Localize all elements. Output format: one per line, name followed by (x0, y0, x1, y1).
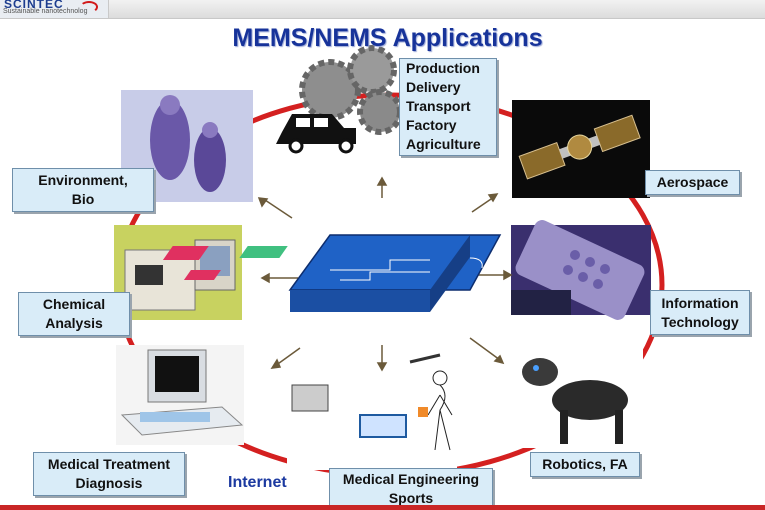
environment-line: Environment, (38, 172, 128, 188)
medical-engineering-line: Medical Engineering (342, 471, 480, 487)
logo-tagline: Sustainable nanotechnolog (3, 8, 88, 15)
diagnosis-line: Diagnosis (75, 475, 143, 491)
information-technology-box: Information Technology (650, 290, 750, 335)
medical-engineering-picture (287, 350, 457, 470)
ultrasound-picture (116, 345, 244, 445)
production-line: Production (406, 60, 480, 76)
environment-bio-box: Environment, Bio (12, 168, 154, 212)
factory-line: Factory (406, 117, 457, 133)
logo-swoosh-icon (80, 1, 98, 13)
transport-line: Transport (406, 98, 471, 114)
robotics-box: Robotics, FA (530, 452, 640, 477)
production-box: Production Delivery Transport Factory Ag… (399, 58, 497, 156)
aerospace-box: Aerospace (645, 170, 740, 195)
internet-label: Internet (228, 474, 287, 491)
company-logo: SCINTEC Sustainable nanotechnolog (0, 0, 109, 18)
delivery-line: Delivery (406, 79, 461, 95)
page-title: MEMS/NEMS Applications (232, 24, 543, 52)
information-line: Information (661, 294, 739, 311)
bio-line: Bio (71, 191, 95, 207)
hazmat-workers-picture (121, 90, 253, 202)
logo-text: SCINTEC (4, 0, 64, 11)
chemical-line: Chemical (42, 296, 106, 312)
technology-line: Technology (661, 313, 739, 330)
bottom-bar (0, 505, 765, 510)
analysis-line: Analysis (45, 315, 103, 331)
mems-chip (162, 234, 502, 312)
medical-treatment-line: Medical Treatment (47, 456, 171, 472)
top-bar (0, 0, 765, 19)
medical-engineering-box: Medical Engineering Sports (329, 468, 493, 510)
robotics-label: Robotics, FA (542, 456, 628, 472)
aerospace-label: Aerospace (656, 174, 729, 190)
phone-keyboard-picture (511, 220, 651, 320)
gears-car-picture (276, 45, 403, 154)
medical-treatment-box: Medical Treatment Diagnosis (33, 452, 185, 496)
chemical-analysis-box: Chemical Analysis (18, 292, 130, 336)
aerospace-picture (512, 100, 650, 198)
sports-line: Sports (388, 490, 434, 506)
arrows (257, 176, 513, 372)
lab-instrument-picture (114, 225, 242, 320)
robot-dog-picture (515, 345, 643, 448)
agriculture-line: Agriculture (406, 136, 481, 152)
